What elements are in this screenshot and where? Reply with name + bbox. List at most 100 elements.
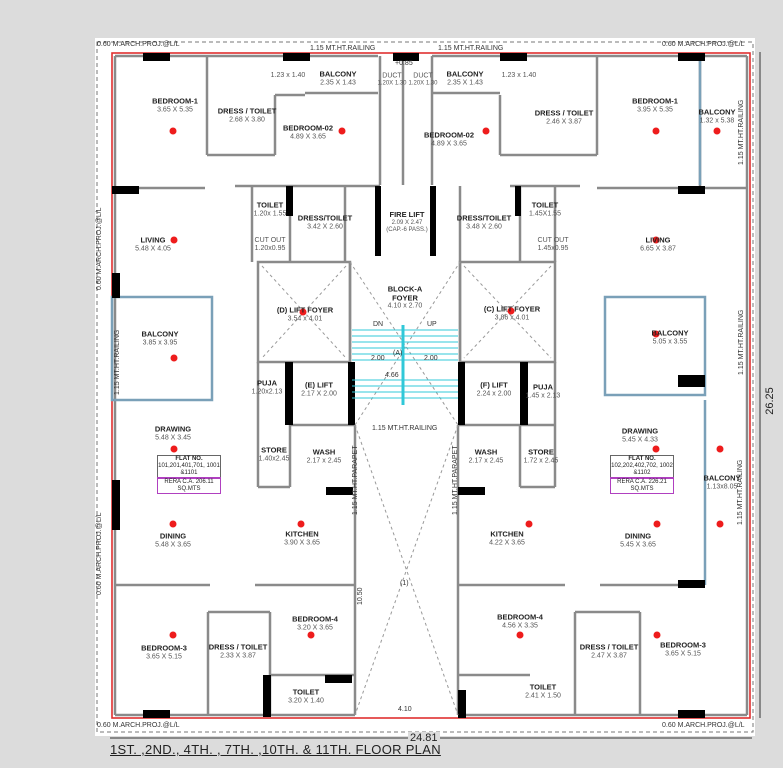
light-point [516, 631, 524, 639]
wall-segment [325, 675, 352, 683]
flat-numbers: 102,202,402,702, 1002 &1102 [611, 463, 673, 477]
wall-segment [348, 362, 355, 425]
light-point [169, 631, 177, 639]
railing-note-vertical: 1.15 MT.HT.RAILING [114, 329, 121, 395]
plan-line [352, 329, 458, 399]
light-point [170, 354, 178, 362]
flat-label: FLAT NO. [175, 456, 203, 462]
wall-segment [500, 53, 527, 61]
wall-segment [112, 273, 120, 298]
projection-note-left-lower: 0.60 M.ARCH.PROJ.@L/L [96, 512, 103, 595]
light-point [507, 307, 515, 315]
flat-info-box-left: FLAT NO. 101,201,401,701, 1001 &1101 RER… [157, 455, 221, 494]
wall-segment [112, 505, 120, 530]
projection-note-top-left: 0.60 M.ARCH.PROJ.@L/L [97, 41, 180, 48]
stair-down-label: DN [373, 321, 384, 328]
rera-area: RERA C.A. 226.21 SQ.MTS [610, 476, 674, 494]
light-point [652, 330, 660, 338]
wall-segment [678, 580, 705, 588]
room-window-size: 1.23 x 1.40 [270, 71, 306, 79]
plan-line [206, 610, 642, 715]
light-point [170, 236, 178, 244]
wall-segment [375, 186, 381, 256]
wall-segment [678, 375, 705, 387]
wall-segment [678, 186, 705, 194]
wall-segment [283, 53, 310, 61]
light-point [713, 127, 721, 135]
plan-line [250, 186, 557, 262]
railing-note: 1.15 MT.HT.RAILING [372, 425, 438, 432]
plan-line [115, 184, 380, 190]
plan-line [432, 56, 747, 190]
wall-segment [263, 675, 271, 717]
light-point [169, 520, 177, 528]
light-point [299, 308, 307, 316]
light-point [652, 236, 660, 244]
wall-segment [285, 362, 293, 425]
wall-segment [112, 480, 120, 505]
stair-up-label: UP [427, 321, 437, 328]
parapet-note: 1.15 MT.HT.PARAPET [352, 445, 359, 515]
light-point [716, 520, 724, 528]
wall-segment [678, 53, 705, 61]
plan-line [378, 56, 434, 185]
light-point [652, 127, 660, 135]
void-length-dimension: 10.50 [357, 587, 364, 605]
wall-segment [458, 362, 465, 425]
projection-note-bottom-right: 0.60 M.ARCH.PROJ.@L/L [662, 722, 745, 729]
level-note: +0.85 [395, 60, 413, 67]
stair-length: 4.66 [385, 372, 399, 379]
wall-segment [458, 690, 466, 718]
drawing-sheet [95, 38, 755, 736]
wall-segment [143, 53, 170, 61]
overall-width-dimension: 24.81 [408, 732, 440, 744]
railing-note: 1.15 MT.HT.RAILING [310, 45, 376, 52]
wall-segment [678, 710, 705, 718]
wall-segment [430, 186, 436, 256]
rera-area: RERA C.A. 206.11 SQ.MTS [157, 476, 221, 494]
plan-line [258, 423, 555, 489]
flat-info-box-right: FLAT NO. 102,202,402,702, 1002 &1102 RER… [610, 455, 674, 494]
stair-landing-label: (A) [393, 350, 403, 357]
wall-segment [143, 710, 170, 718]
railing-note-vertical: 1.15 MT.HT.RAILING [738, 99, 745, 165]
wall-segment [515, 186, 521, 216]
projection-note-bottom-left: 0.60 M.ARCH.PROJ.@L/L [97, 722, 180, 729]
overall-height-dimension: 26.25 [763, 387, 776, 415]
light-point [653, 631, 661, 639]
light-point [525, 520, 533, 528]
room-window-size: 1.23 x 1.40 [501, 71, 537, 79]
plan-line [205, 56, 378, 157]
balcony-walls [110, 60, 707, 585]
plan-title: 1ST. ,2ND., 4TH. , 7TH. ,10TH. & 11TH. F… [110, 742, 441, 757]
staircase-treads [352, 325, 458, 405]
